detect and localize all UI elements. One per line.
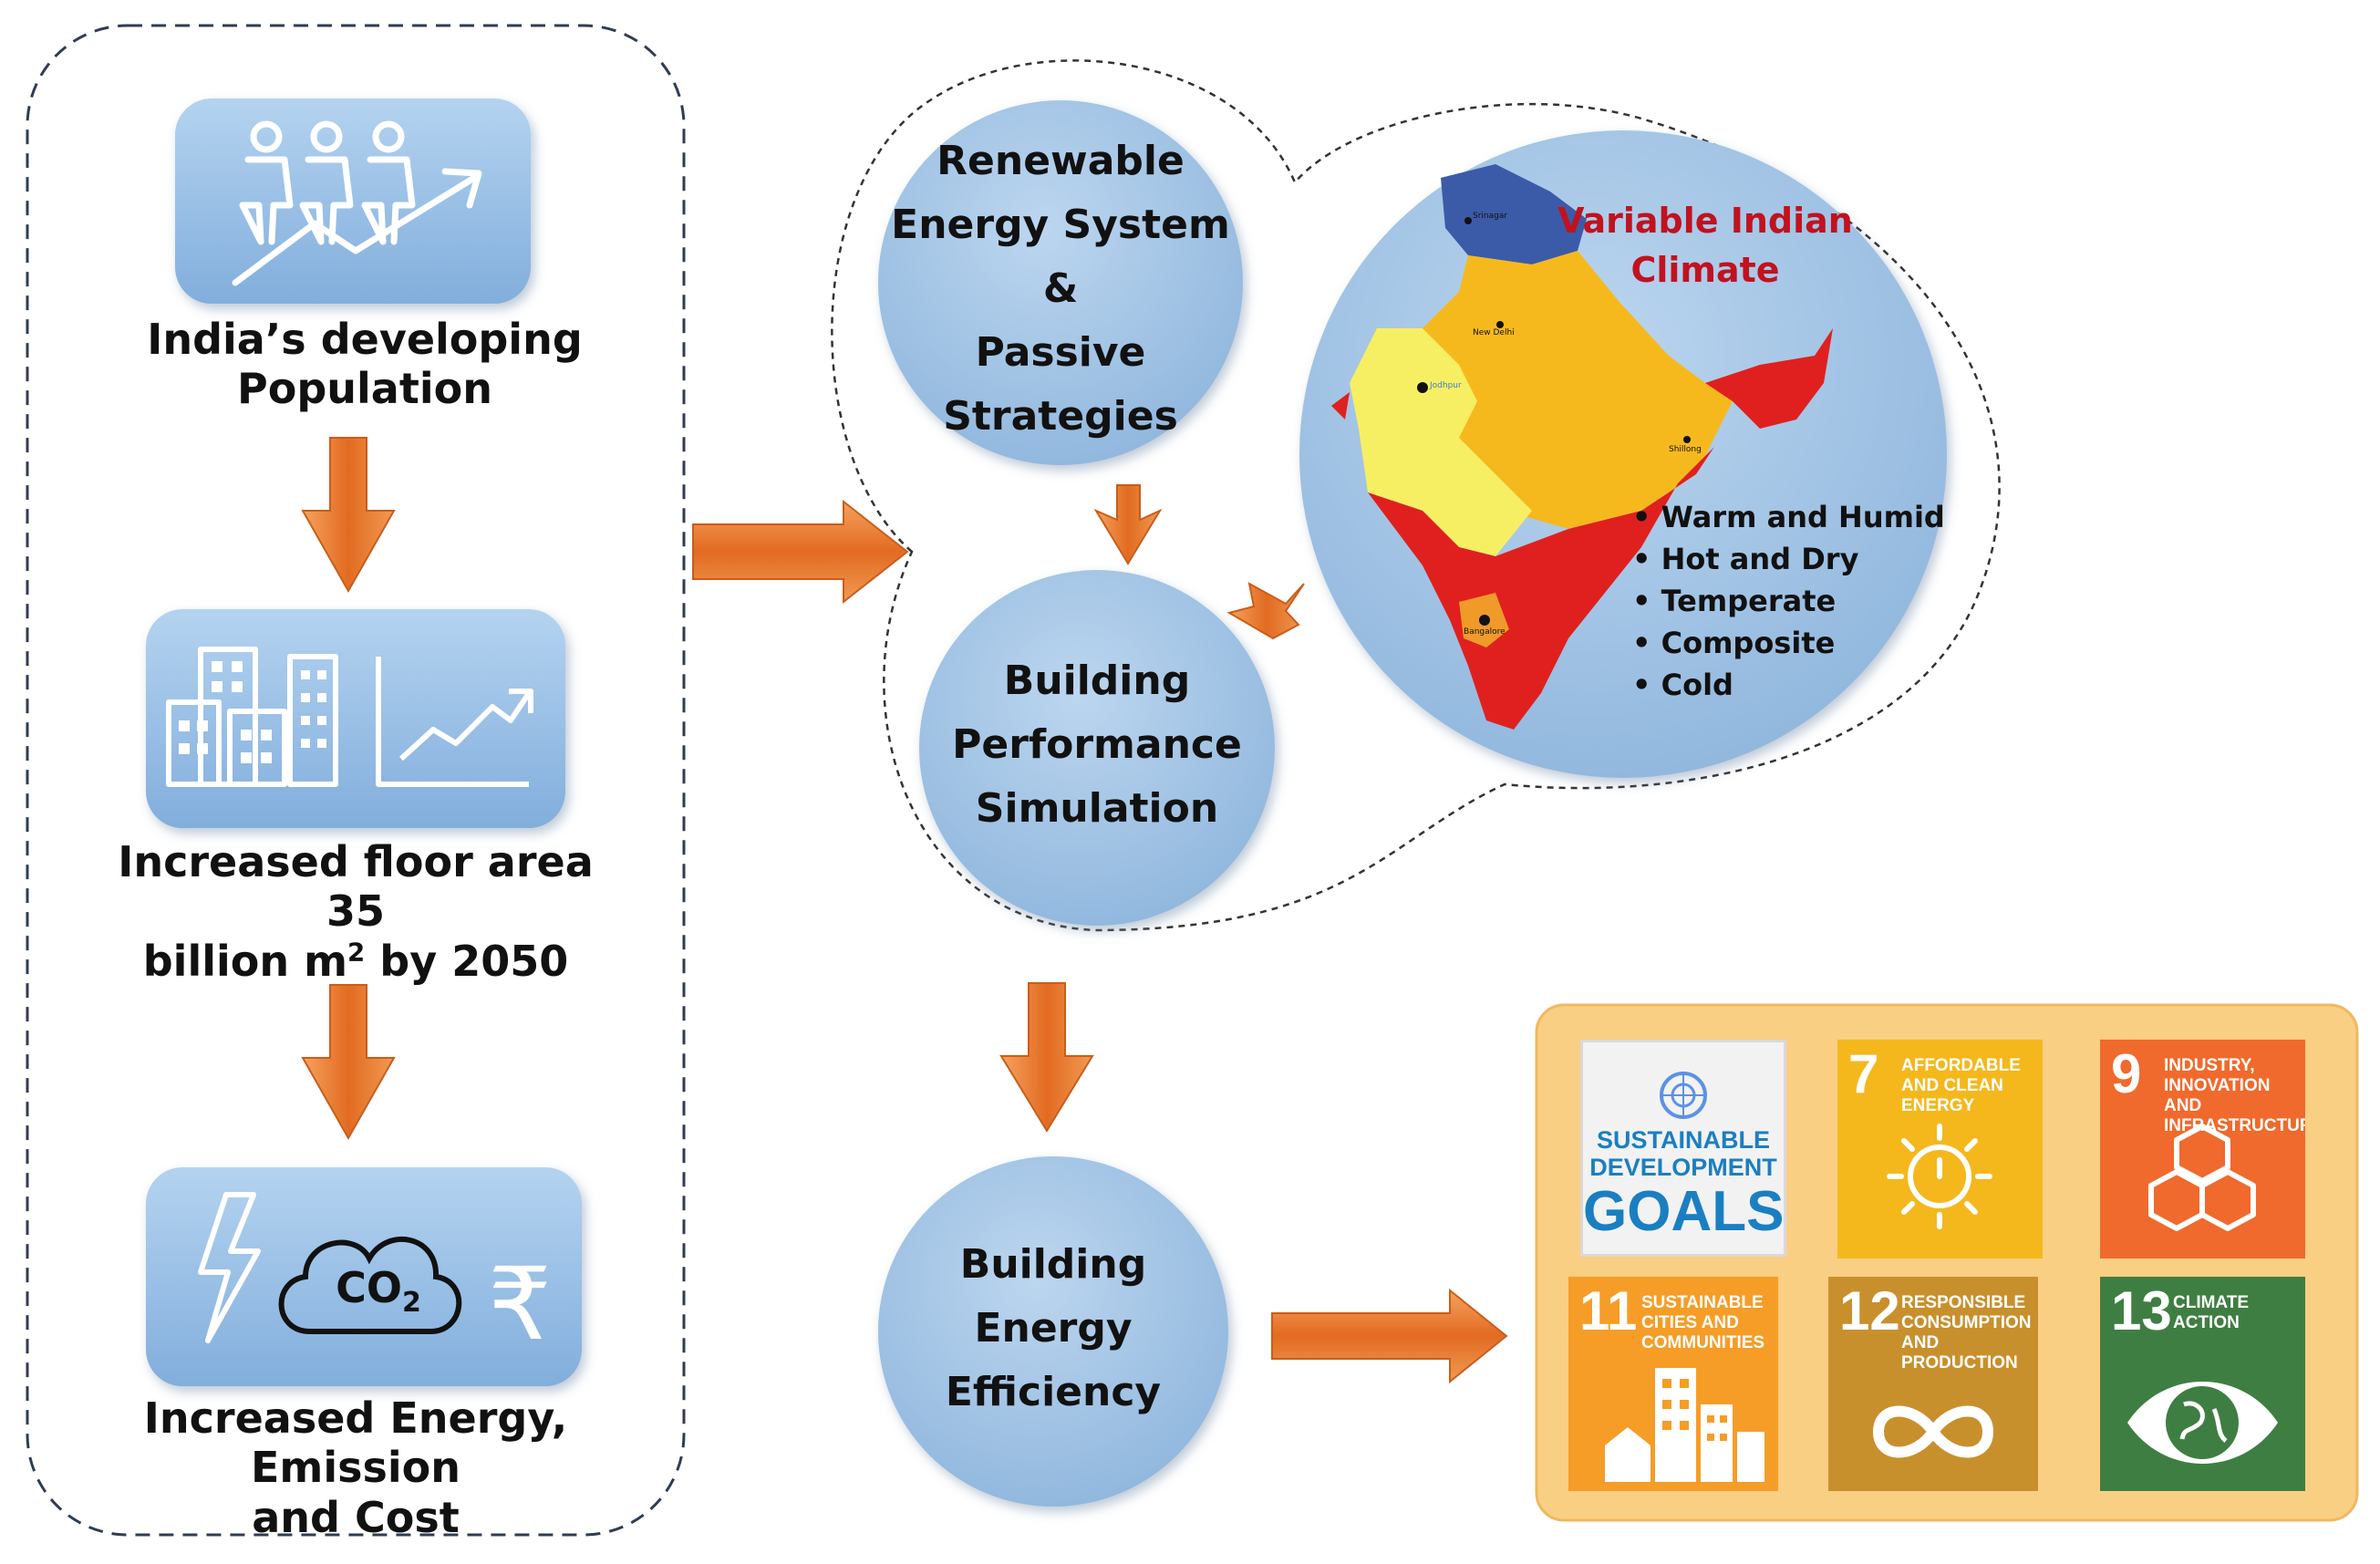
center-dashed-blob <box>831 59 2001 932</box>
renewable-line-5: Strategies <box>943 393 1178 440</box>
simulation-line-3: Simulation <box>975 785 1219 832</box>
city-label-jodhpur: Jodhpur <box>1430 381 1462 390</box>
simulation-line-2: Performance <box>952 721 1242 768</box>
map-zone-warm-humid <box>1331 328 1833 730</box>
simulation-text: Building Performance Simulation <box>915 649 1279 841</box>
left-dashed-frame <box>26 24 686 1537</box>
climate-zone-item: Warm and Humid <box>1632 496 1945 538</box>
city-dot-jodhpur <box>1417 382 1428 393</box>
renewable-circle <box>878 100 1243 465</box>
main-right-arrow <box>692 499 909 605</box>
climate-zone-item: Temperate <box>1632 580 1945 622</box>
renewable-line-1: Renewable <box>936 138 1185 184</box>
sdg-logo-line-1: SUSTAINABLE <box>1596 1126 1770 1154</box>
down-arrow-to-efficiency <box>999 982 1094 1133</box>
efficiency-circle <box>878 1156 1228 1507</box>
sdg-goal-9-number: 9 <box>2111 1043 2142 1104</box>
infinity-icon <box>1872 1405 1994 1458</box>
sdg-goal-13-number: 13 <box>2111 1280 2172 1341</box>
arrow-to-sdg <box>1271 1288 1508 1384</box>
map-zone-cold <box>1441 164 1587 264</box>
renewable-line-4: Passive <box>975 329 1146 376</box>
population-label: India’s developing Population <box>137 315 593 414</box>
lightning-icon <box>198 1192 261 1343</box>
climate-title-line-2: Climate <box>1630 250 1780 290</box>
city-dot-bangalore <box>1479 615 1490 626</box>
rupee-icon: ₹ <box>479 1254 561 1354</box>
sdg-goal-12: 12 Responsible consumption and productio… <box>1828 1277 2038 1491</box>
sdg-logo-tile: SUSTAINABLE DEVELOPMENT GOALS <box>1580 1040 1786 1257</box>
sdg-goal-7-title: Affordable and clean energy <box>1901 1056 2021 1115</box>
sdg-goal-7-number: 7 <box>1848 1043 1879 1104</box>
map-zone-hot-dry <box>1350 328 1532 556</box>
simulation-circle <box>919 570 1275 926</box>
climate-title: Variable Indian Climate <box>1550 196 1860 295</box>
floor-area-line-2: billion m2 by 2050 <box>91 937 620 986</box>
population-label-text: India’s developing Population <box>147 315 583 414</box>
energy-emission-label: Increased Energy, Emission and Cost <box>46 1393 666 1542</box>
energy-line-1: Increased Energy, Emission <box>143 1393 568 1493</box>
climate-zone-item: Hot and Dry <box>1632 538 1945 580</box>
arrow-climate-to-simulation <box>1226 582 1305 640</box>
sdg-logo-line-2: DEVELOPMENT <box>1589 1154 1777 1181</box>
rupee-symbol: ₹ <box>488 1246 552 1362</box>
city-dots <box>1417 217 1691 626</box>
climate-zone-item: Composite <box>1632 622 1945 664</box>
climate-zone-list: Warm and Humid Hot and Dry Temperate Com… <box>1632 496 1945 706</box>
sdg-logo-line-3: GOALS <box>1583 1180 1785 1243</box>
sdg-goal-9: 9 Industry, innovation and infrastructur… <box>2100 1040 2305 1258</box>
city-dot-srinagar <box>1464 217 1472 224</box>
co2-main: CO <box>336 1263 402 1312</box>
city-label-srinagar: Srinagar <box>1473 212 1508 221</box>
population-box <box>175 98 531 304</box>
eye-globe-icon <box>2127 1382 2278 1464</box>
floor-area-year: by 2050 <box>365 936 569 986</box>
sdg-goal-11-title: Sustainable cities and communities <box>1641 1293 1765 1352</box>
sun-power-icon <box>1887 1124 1992 1229</box>
efficiency-line-2: Energy <box>974 1305 1133 1352</box>
sdg-goal-13-title: Climate action <box>2173 1293 2250 1332</box>
energy-emission-box <box>146 1167 582 1386</box>
co2-text: CO2 <box>324 1263 433 1320</box>
arrow-renewable-to-simulation <box>1093 484 1163 565</box>
sdg-goal-11-number: 11 <box>1579 1280 1638 1341</box>
city-dot-new-delhi <box>1496 321 1504 328</box>
cloud-icon <box>278 1236 462 1334</box>
sdg-goal-7: 7 Affordable and clean energy <box>1837 1040 2043 1258</box>
renewable-line-2: Energy System <box>891 202 1230 248</box>
city-label-shillong: Shillong <box>1669 445 1702 454</box>
simulation-line-1: Building <box>1003 658 1191 704</box>
efficiency-line-3: Efficiency <box>945 1369 1162 1415</box>
floor-area-line-1: Increased floor area 35 <box>118 837 594 937</box>
efficiency-text: Building Energy Efficiency <box>871 1233 1236 1424</box>
renewable-line-3: & <box>1042 265 1079 312</box>
city-label-new-delhi: New Delhi <box>1473 328 1515 337</box>
floor-area-label: Increased floor area 35 billion m2 by 20… <box>91 837 620 986</box>
sdg-goal-12-number: 12 <box>1839 1280 1900 1341</box>
floor-area-sup: 2 <box>347 937 366 968</box>
floor-area-billion: billion m <box>142 936 348 986</box>
india-climate-map <box>1331 164 1833 730</box>
city-label-bangalore: Bangalore <box>1464 627 1506 637</box>
city-dot-shillong <box>1683 436 1691 443</box>
energy-line-2: and Cost <box>252 1492 460 1542</box>
climate-title-line-1: Variable Indian <box>1557 201 1853 241</box>
buildings-growth-icon <box>166 647 533 787</box>
renewable-text: Renewable Energy System & Passive Strate… <box>878 129 1243 449</box>
un-emblem-icon <box>1660 1072 1707 1119</box>
climate-zone-item: Cold <box>1632 664 1945 706</box>
sdg-goal-13: 13 Climate action <box>2100 1277 2305 1491</box>
sdg-goal-11: 11 Sustainable cities and communities <box>1568 1277 1778 1491</box>
city-icon <box>1605 1368 1764 1482</box>
efficiency-line-1: Building <box>959 1241 1147 1288</box>
down-arrow-2 <box>301 984 396 1141</box>
population-icon <box>232 120 482 286</box>
floor-area-box <box>146 609 565 828</box>
down-arrow-1 <box>301 437 396 594</box>
co2-subscript: 2 <box>402 1287 421 1320</box>
cubes-icon <box>2148 1124 2256 1231</box>
sdg-goal-12-title: Responsible consumption and production <box>1901 1293 2032 1372</box>
